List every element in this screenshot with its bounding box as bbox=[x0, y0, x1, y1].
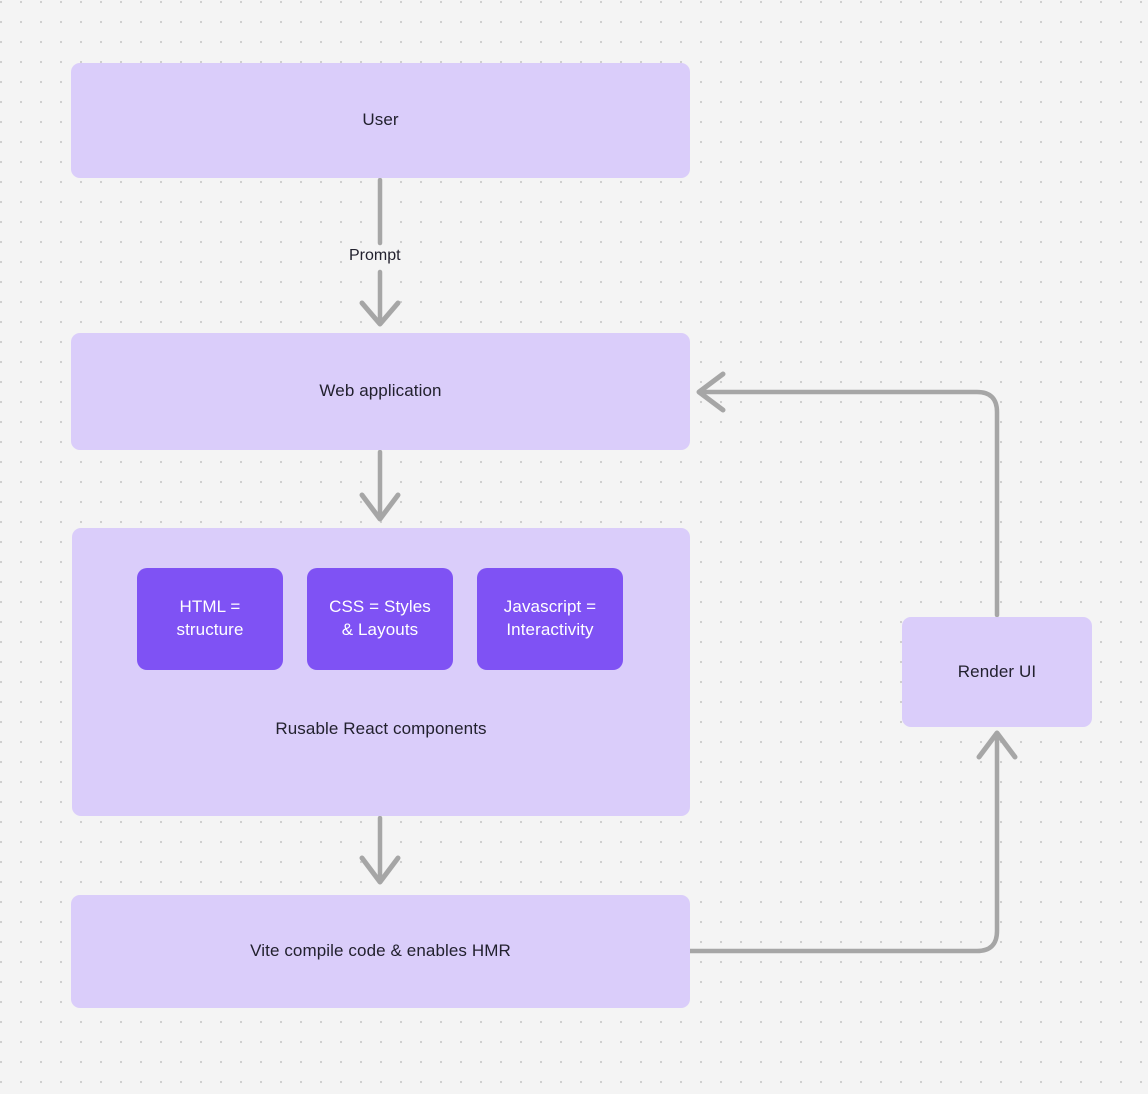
node-vite[interactable]: Vite compile code & enables HMR bbox=[71, 895, 690, 1008]
inner-node-css-line2: & Layouts bbox=[341, 620, 419, 639]
inner-node-row: HTML = structure CSS = Styles & Layouts … bbox=[137, 568, 624, 670]
edge-webapp-to-components bbox=[359, 449, 401, 522]
inner-node-html-label: HTML = structure bbox=[176, 596, 243, 642]
edge-components-to-vite bbox=[359, 815, 401, 885]
inner-node-css-label: CSS = Styles & Layouts bbox=[329, 596, 431, 642]
inner-node-css[interactable]: CSS = Styles & Layouts bbox=[307, 568, 453, 670]
node-user-label: User bbox=[362, 110, 399, 130]
edge-render-to-webapp bbox=[696, 371, 1000, 618]
node-web-application-label: Web application bbox=[319, 381, 442, 401]
node-vite-label: Vite compile code & enables HMR bbox=[250, 941, 511, 961]
inner-node-javascript-line1: Javascript = bbox=[503, 597, 597, 617]
arrowhead-down-icon bbox=[359, 300, 401, 327]
node-reusable-react-components[interactable]: HTML = structure CSS = Styles & Layouts … bbox=[72, 528, 690, 816]
node-reusable-react-components-label: Rusable React components bbox=[275, 719, 487, 738]
node-user[interactable]: User bbox=[71, 63, 690, 178]
inner-node-html-line1: HTML = bbox=[179, 597, 241, 617]
inner-node-javascript-label: Javascript = Interactivity bbox=[504, 596, 596, 642]
inner-node-html[interactable]: HTML = structure bbox=[137, 568, 283, 670]
node-web-application[interactable]: Web application bbox=[71, 333, 690, 450]
inner-node-css-line1: CSS = Styles bbox=[329, 597, 431, 617]
edge-label-prompt: Prompt bbox=[344, 246, 406, 266]
arrowhead-down-icon bbox=[359, 492, 401, 522]
arrowhead-left-icon bbox=[696, 371, 726, 413]
arrowhead-down-icon bbox=[359, 855, 401, 885]
edge-vite-to-render bbox=[687, 730, 1018, 954]
inner-node-javascript-line2: Interactivity bbox=[506, 620, 594, 639]
node-render-ui[interactable]: Render UI bbox=[902, 617, 1092, 727]
arrowhead-up-icon bbox=[976, 730, 1018, 760]
inner-node-html-line2: structure bbox=[176, 620, 244, 639]
inner-node-javascript[interactable]: Javascript = Interactivity bbox=[477, 568, 623, 670]
node-render-ui-label: Render UI bbox=[957, 661, 1037, 681]
